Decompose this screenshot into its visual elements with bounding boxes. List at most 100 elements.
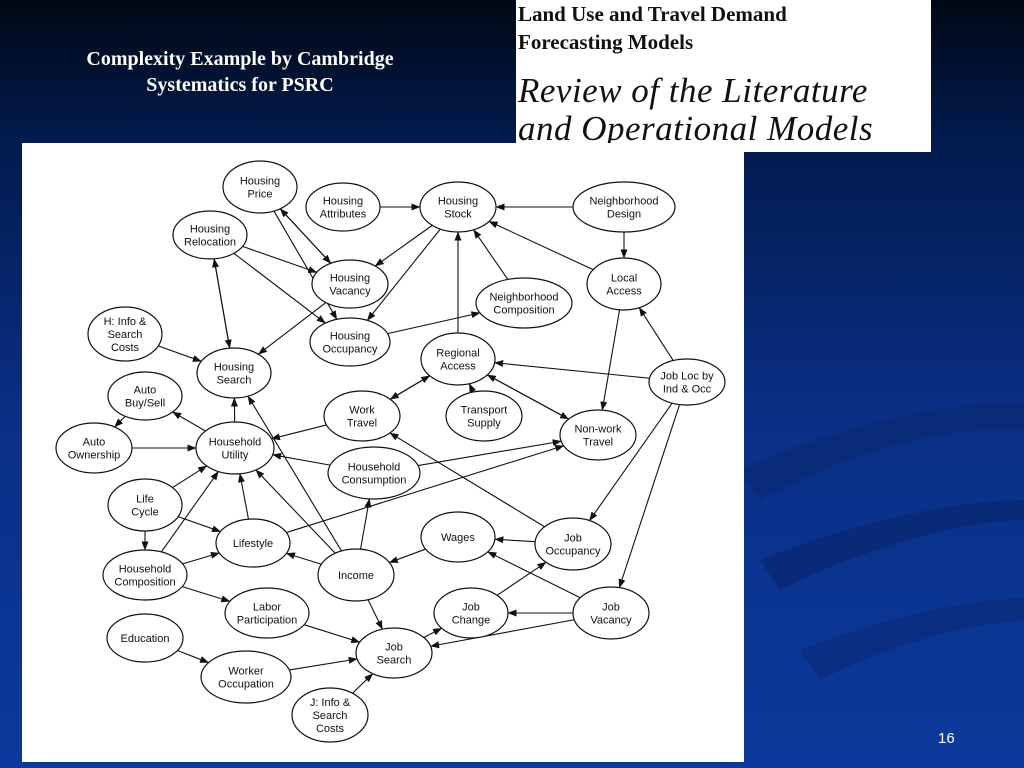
node-ellipse: [106, 613, 184, 663]
edge-income-to-lifestyle: [285, 552, 322, 565]
edge-transport-supply-to-regional-access: [468, 383, 477, 393]
edge-work-travel-to-household-utility: [270, 424, 327, 441]
node-ellipse: [572, 586, 650, 640]
edge-income-to-household-consumption: [360, 498, 372, 550]
edge-income-to-household-utility: [255, 469, 336, 554]
edge-housing-occupancy-to-neighborhood-composition: [387, 311, 481, 335]
node-ellipse: [419, 181, 497, 233]
edge-housing-stock-to-housing-occupancy: [366, 228, 441, 321]
edge-nonwork-travel-to-regional-access: [486, 374, 569, 420]
node-ellipse: [311, 259, 389, 309]
edge-wages-to-income: [388, 548, 426, 564]
node-ellipse: [107, 371, 183, 421]
edge-job-loc-to-job-occupancy: [589, 402, 673, 521]
node-ellipse: [172, 210, 248, 260]
edge-household-composition-to-labor-participation: [182, 586, 231, 603]
edge-job-vacancy-to-job-search: [430, 619, 575, 649]
edge-housing-relocation-to-housing-occupancy: [233, 252, 326, 324]
edge-household-utility-to-auto-buysell: [172, 411, 206, 432]
edge-job-search-to-job-change: [423, 627, 443, 638]
node-label: Lifestyle: [233, 538, 273, 550]
node-ellipse: [445, 390, 523, 442]
node-wages: Wages: [420, 511, 496, 563]
slide-title: Complexity Example by Cambridge Systemat…: [86, 48, 394, 96]
edge-job-loc-to-job-vacancy: [618, 404, 681, 589]
edge-j-info-to-job-search: [352, 673, 374, 694]
edge-life-cycle-to-household-utility: [172, 465, 208, 489]
edge-worker-occupation-to-job-search: [289, 656, 358, 671]
node-ellipse: [200, 650, 292, 704]
edge-labor-participation-to-job-search: [303, 624, 361, 643]
edge-h-info-to-housing-search: [158, 345, 202, 362]
node-ellipse: [195, 421, 275, 475]
edge-income-to-housing-search: [247, 395, 342, 552]
node-ellipse: [291, 687, 369, 743]
edge-neighborhood-composition-to-housing-stock: [473, 229, 509, 280]
node-ellipse: [559, 409, 637, 461]
edge-lifestyle-to-nonwork-travel: [286, 444, 565, 534]
node-ellipse: [305, 182, 381, 232]
node-ellipse: [102, 549, 188, 601]
edge-job-loc-to-local-access: [638, 307, 674, 361]
node-ellipse: [433, 587, 509, 639]
page-number: 16: [938, 730, 955, 747]
edge-job-vacancy-to-wages: [487, 551, 581, 599]
node-label: Income: [338, 570, 374, 582]
node-label: Education: [121, 633, 170, 645]
node-ellipse: [586, 257, 662, 311]
edge-housing-relocation-to-housing-vacancy: [242, 245, 318, 273]
node-ellipse: [196, 347, 272, 399]
node-education: Education: [106, 613, 184, 663]
node-ellipse: [572, 181, 676, 233]
node-label: Wages: [441, 532, 475, 544]
node-ellipse: [475, 277, 573, 329]
node-ellipse: [648, 358, 726, 406]
edge-income-to-job-search: [367, 599, 383, 630]
node-ellipse: [534, 517, 612, 571]
node-ellipse: [317, 548, 395, 602]
node-ellipse: [215, 518, 291, 568]
edge-job-occupancy-to-work-travel: [389, 432, 545, 528]
node-ellipse: [55, 422, 133, 474]
node-ellipse: [222, 160, 298, 214]
node-ellipse: [87, 306, 163, 362]
edge-work-travel-to-regional-access: [389, 375, 431, 400]
edge-job-occupancy-to-wages: [494, 536, 536, 544]
node-ellipse: [323, 390, 401, 442]
edge-housing-stock-to-housing-vacancy: [374, 224, 433, 267]
